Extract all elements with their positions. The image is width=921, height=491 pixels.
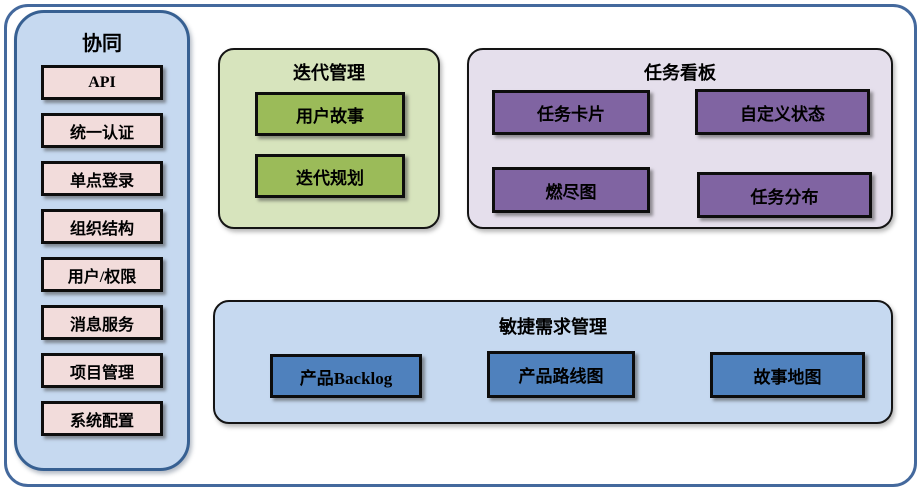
sidebar-item-message-service: 消息服务 [41,305,163,340]
sidebar-item-org-structure: 组织结构 [41,209,163,244]
sidebar-item-users-permissions: 用户/权限 [41,257,163,292]
item-user-story: 用户故事 [255,92,405,136]
iteration-management-panel: 迭代管理 用户故事 迭代规划 [218,48,440,229]
item-burndown-chart: 燃尽图 [492,167,650,213]
collaboration-panel-title: 协同 [82,33,122,55]
item-product-roadmap: 产品路线图 [487,351,635,398]
task-kanban-title: 任务看板 [644,63,716,83]
iteration-management-title: 迭代管理 [293,63,365,83]
item-story-map: 故事地图 [710,352,865,398]
sidebar-item-project-management: 项目管理 [41,353,163,388]
collaboration-panel: 协同 API 统一认证 单点登录 组织结构 用户/权限 消息服务 项目管理 系统… [14,10,190,471]
item-product-backlog: 产品Backlog [270,354,422,398]
agile-requirements-panel: 敏捷需求管理 产品Backlog 产品路线图 故事地图 [213,300,893,424]
item-task-card: 任务卡片 [492,90,650,135]
item-iteration-planning: 迭代规划 [255,154,405,198]
collaboration-item-list: API 统一认证 单点登录 组织结构 用户/权限 消息服务 项目管理 系统配置 [17,65,187,436]
item-custom-status: 自定义状态 [695,89,870,135]
sidebar-item-api: API [41,65,163,100]
item-task-distribution: 任务分布 [697,172,872,218]
agile-requirements-title: 敏捷需求管理 [499,317,607,337]
task-kanban-panel: 任务看板 任务卡片 自定义状态 燃尽图 任务分布 [467,48,893,229]
sidebar-item-system-config: 系统配置 [41,401,163,436]
sidebar-item-unified-auth: 统一认证 [41,113,163,148]
sidebar-item-sso: 单点登录 [41,161,163,196]
